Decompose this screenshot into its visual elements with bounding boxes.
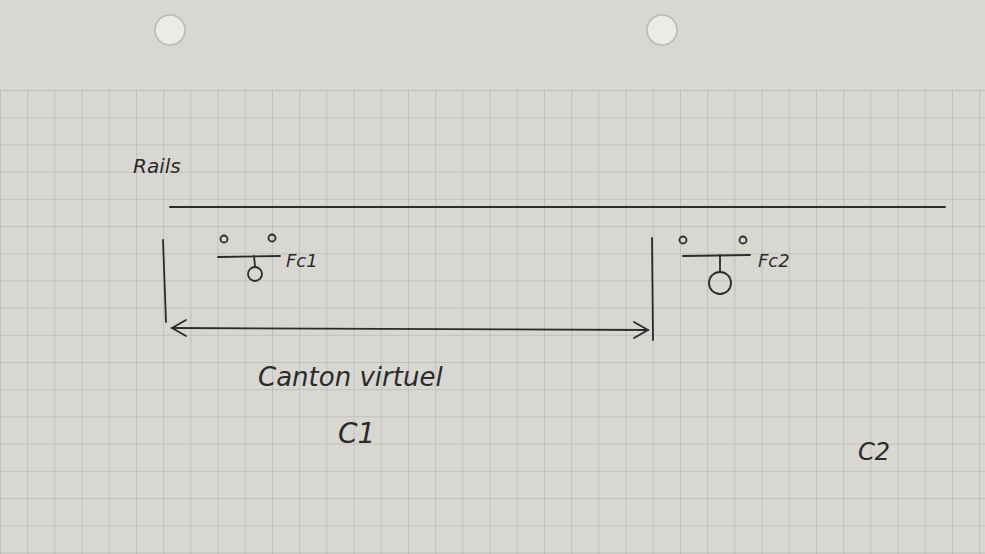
grid-lines bbox=[0, 90, 985, 554]
rail-line bbox=[170, 206, 945, 208]
signal-symbol bbox=[680, 237, 751, 295]
rails-label: Rails bbox=[133, 156, 181, 176]
section-name: C1 bbox=[338, 420, 375, 448]
signal-label: Fc1 bbox=[286, 252, 318, 270]
boundary-line bbox=[652, 238, 653, 340]
signal-symbol bbox=[218, 235, 280, 282]
boundary-line bbox=[163, 240, 166, 322]
section-name: C2 bbox=[858, 440, 890, 464]
punch-hole bbox=[647, 15, 677, 45]
signal-label: Fc2 bbox=[758, 252, 790, 270]
section-label: Canton virtuel bbox=[258, 364, 443, 390]
dimension-arrow bbox=[172, 320, 648, 338]
punch-hole bbox=[155, 15, 185, 45]
